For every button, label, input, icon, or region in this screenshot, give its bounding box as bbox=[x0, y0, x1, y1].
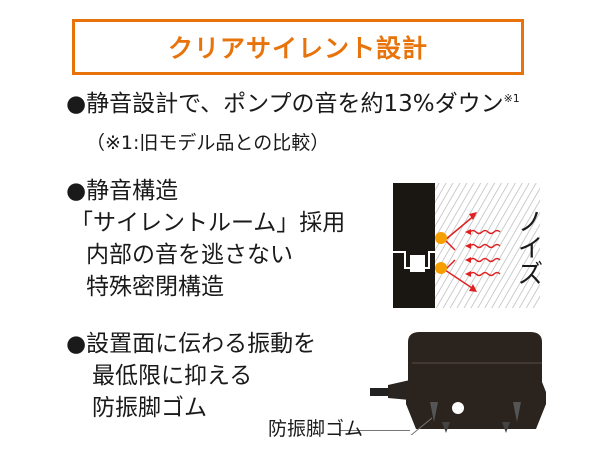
feature2-line: 特殊密閉構造 bbox=[86, 274, 224, 300]
footnote: （※1:旧モデル品との比較） bbox=[86, 132, 330, 154]
feature-text: ●静音設計で、ポンプの音を約13%ダウン bbox=[66, 91, 504, 117]
feature2-line: 「サイレントルーム」採用 bbox=[70, 210, 346, 236]
impact-burst-icon bbox=[435, 232, 447, 244]
feature-noise-reduction: ●静音設計で、ポンプの音を約13%ダウン※1 bbox=[66, 93, 520, 116]
rubber-foot-icon bbox=[430, 402, 438, 422]
section-title-box: クリアサイレント設計 bbox=[72, 19, 524, 75]
feature2-line: 内部の音を逃さない bbox=[86, 242, 293, 268]
noise-label: ノイズ bbox=[513, 208, 543, 286]
rubber-foot-icon bbox=[513, 402, 521, 422]
rubber-feet-callout: 防振脚ゴム bbox=[268, 418, 364, 440]
footnote-mark: ※1 bbox=[503, 92, 520, 105]
feature3-line: 防振脚ゴム bbox=[92, 395, 207, 421]
pump-illustration bbox=[370, 332, 546, 435]
feature3-line: 最低限に抑える bbox=[92, 363, 253, 389]
impact-burst-icon bbox=[435, 262, 447, 274]
feature2-line: ●静音構造 bbox=[66, 178, 179, 204]
feature3-line: ●設置面に伝わる振動を bbox=[66, 331, 317, 357]
silent-room-diagram bbox=[393, 183, 540, 308]
section-title: クリアサイレント設計 bbox=[167, 34, 428, 63]
